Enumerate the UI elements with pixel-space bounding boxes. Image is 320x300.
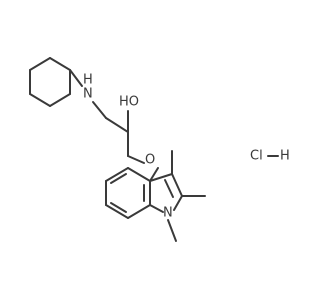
bond (164, 179, 174, 198)
methyl-bond (167, 219, 177, 242)
bond (127, 155, 145, 164)
pyrrole-ring (149, 173, 183, 213)
bond (105, 204, 129, 219)
bond (110, 202, 127, 213)
bond (105, 117, 129, 133)
bond (149, 204, 164, 213)
indole-nitrogen-label: N (163, 206, 173, 221)
bond (29, 93, 51, 107)
amine-hydrogen-label: H (83, 73, 93, 88)
hydroxyl-label: HO (119, 95, 139, 110)
bond (110, 173, 127, 184)
molecule-svg: N H HO O N Cl H (29, 57, 290, 242)
bond (29, 57, 51, 71)
bond (173, 195, 183, 211)
cyclohexane-ring (29, 57, 71, 107)
chlorine-label: Cl (250, 149, 263, 164)
structure-diagram: N H HO O N Cl H (29, 57, 290, 242)
bond (105, 167, 129, 182)
amine-nitrogen-label: N (83, 87, 93, 102)
bond (149, 167, 159, 182)
bond (69, 69, 83, 87)
ether-oxygen-label: O (145, 153, 155, 168)
bond (49, 57, 71, 71)
bond (149, 173, 173, 182)
bond (127, 204, 151, 219)
salt-hydrogen-label: H (280, 149, 290, 164)
bond (92, 101, 107, 119)
bond (171, 173, 183, 197)
bond (49, 93, 71, 107)
benzene-ring (105, 167, 151, 219)
bond (127, 167, 151, 182)
